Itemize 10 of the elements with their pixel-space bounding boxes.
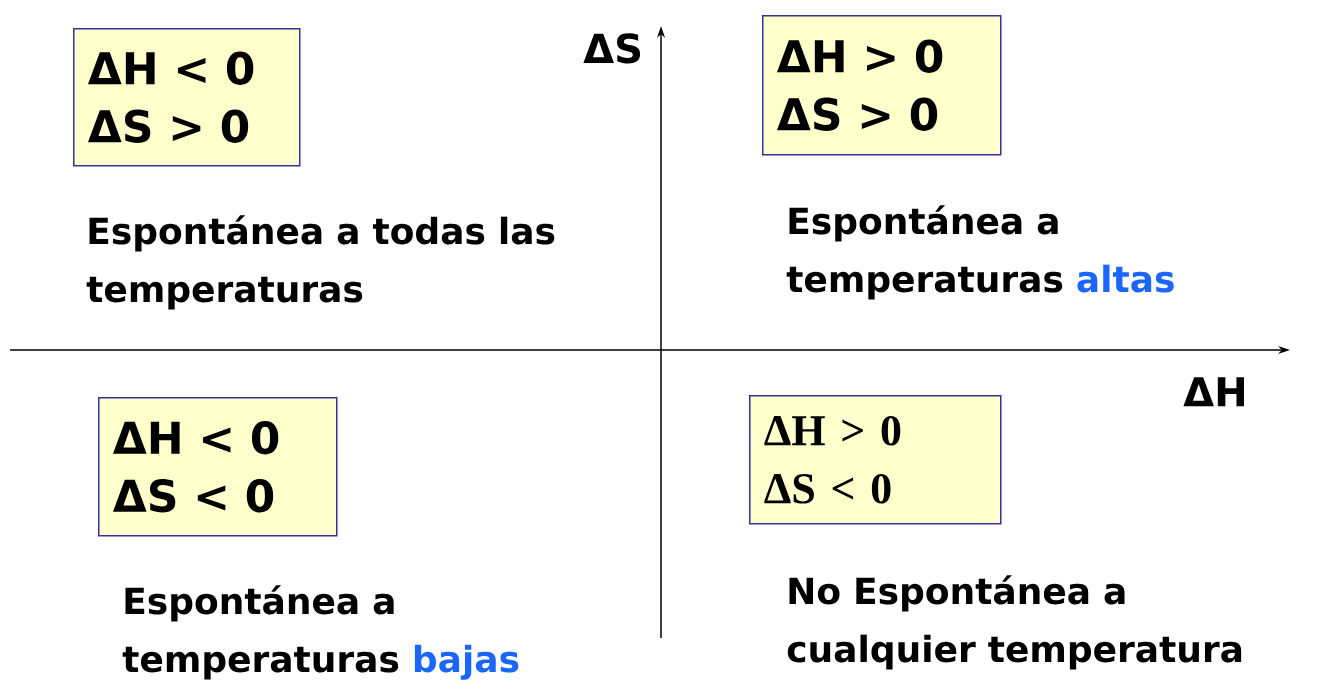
caption-text: No Espontánea a cualquier temperatura — [787, 575, 1242, 670]
caption-text: Espontánea a temperaturas bajas — [122, 585, 519, 680]
axis-label: ΔH — [1183, 377, 1244, 407]
condition-box: ΔH < 0 ΔS < 0 — [98, 397, 338, 537]
caption-text: Espontánea a todas las temperaturas — [86, 215, 555, 310]
condition-box: ΔH > 0 ΔS < 0 — [749, 395, 1002, 525]
axis-label: ΔS — [583, 33, 641, 64]
condition-box: ΔH < 0 ΔS > 0 — [73, 28, 301, 167]
condition-box: ΔH > 0 ΔS > 0 — [762, 15, 1002, 156]
caption-text: Espontánea a temperaturas altas — [786, 205, 1174, 300]
